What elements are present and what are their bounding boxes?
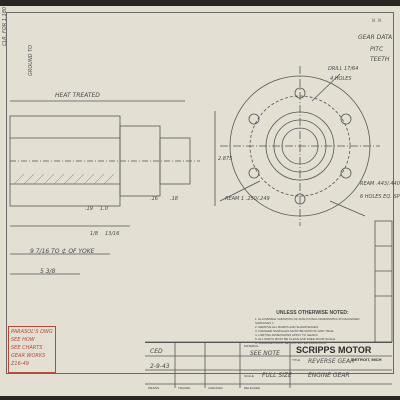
note-line: 3. FINISHED SURFACES MUST BE SMOOTH AND … (255, 329, 335, 333)
gear-data-label: GEAR DATA (358, 34, 393, 41)
rev-note: GEAR WORKS (11, 353, 46, 359)
scale-label: SCALE (244, 374, 254, 378)
pitch-label: PITC (370, 46, 384, 53)
drill-annotation: DRILL 17/64 (328, 66, 359, 72)
five-dim: 5 3/8 (40, 268, 56, 275)
dim-a: .16 (150, 196, 158, 202)
rev-note: SEE HOW (11, 337, 35, 343)
drawing-border (6, 12, 394, 374)
dim-b: .18 (170, 196, 178, 202)
drawn-initials: CED (150, 348, 163, 355)
company-name: SCRIPPS MOTOR (296, 345, 372, 355)
note-line: 2. REMOVE ALL BURRS AND SHARP EDGES. (255, 325, 319, 329)
note-line: 6. SURFACES MUST BE PROTECTED FROM RUST. (255, 341, 328, 345)
teeth-label: TEETH (370, 56, 390, 63)
fraction-b: 13/16 (105, 231, 120, 237)
heat-treated-label: HEAT TREATED (55, 92, 100, 99)
technical-drawing (9, 66, 393, 388)
ream-left-annotation: REAM 1 .250/.249 (225, 196, 270, 202)
corner-mark: N N (372, 18, 382, 24)
ream-right-annotation: REAM .443/.440 (360, 181, 400, 187)
title-block (145, 342, 392, 389)
title-value-1: REVERSE GEAR (308, 358, 355, 365)
holes-annotation: 4 HOLES (330, 76, 352, 82)
dim-e: 1.0 (100, 206, 108, 212)
col-drawn: DRAWN (148, 386, 160, 390)
drawing-sheet: N N GEAR DATA PITC TEETH (0, 6, 400, 396)
material-label: MATERIAL (244, 344, 259, 348)
left-dim-text: CLR. FOR 1.180 (2, 6, 8, 46)
col-traced: TRACED (178, 386, 191, 390)
col-checked: CHECKED (208, 386, 223, 390)
drawn-date: 2-9-43 (150, 363, 170, 370)
note-line: 1. ALLOWABLE VARIATION OF FRACTIONAL DIM… (255, 317, 360, 325)
general-notes: UNLESS OTHERWISE NOTED: 1. ALLOWABLE VAR… (255, 310, 370, 346)
scale-value: FULL SIZE (262, 372, 292, 379)
dim-d: .19 (85, 206, 93, 212)
rev-note: PARASOL'S DWG (11, 329, 53, 335)
fraction-a: 1/8 (90, 231, 99, 237)
rev-note: SEE CHARTS (11, 345, 43, 351)
dim-c: 2.875 (218, 156, 233, 162)
material-value: SEE NOTE (250, 350, 280, 357)
nine-to-dim: 9 7/16 TO ⊄ OF YOKE (30, 248, 95, 255)
notes-title: UNLESS OTHERWISE NOTED: (276, 310, 349, 316)
company-city: DETROIT, MICH (352, 357, 382, 362)
note-line: 5. ALL PARTS MUST BE CLEAN AND FREE FROM… (255, 337, 336, 341)
col-released: RELEASED (244, 386, 261, 390)
revision-notes-box: PARASOL'S DWG SEE HOW SEE CHARTS GEAR WO… (8, 326, 56, 373)
rev-note: Z16-49 (11, 361, 29, 367)
holes-right-annotation: 6 HOLES EQ. SP (360, 194, 400, 200)
left-dim-text-2: GROUND TO (28, 44, 34, 76)
title-label: TITLE (292, 358, 301, 362)
note-line: 4. LIMITING DIMENSIONS APPLY TO GEARS. (255, 333, 319, 337)
title-value-2: ENGINE GEAR (308, 372, 350, 379)
